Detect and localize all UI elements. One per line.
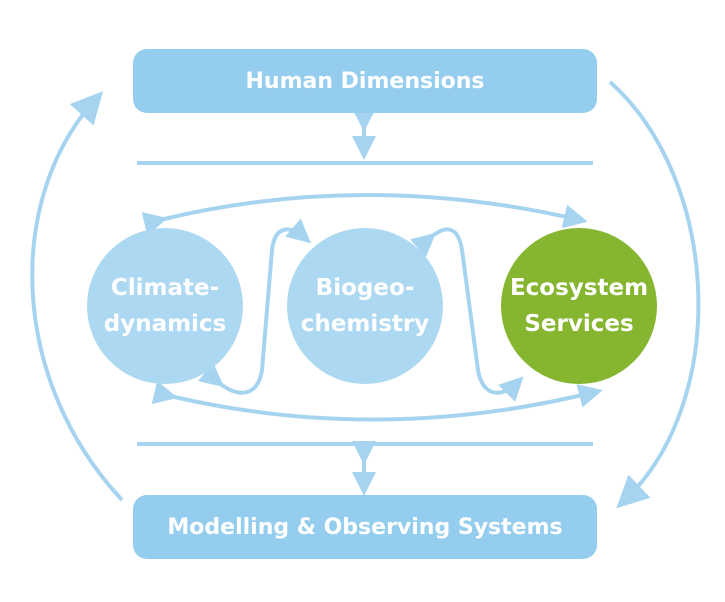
left-cycle-arrow [30,91,124,502]
modelling-observing-box: Modelling & Observing Systems [133,495,597,559]
ecosystem-services-circle: Ecosystem Services [501,228,657,384]
human-dimensions-label: Human Dimensions [245,68,485,94]
s-curve-arrow-left [198,218,312,395]
biogeochemistry-circle: Biogeo- chemistry [287,228,443,384]
biogeo-line2: chemistry [300,311,430,337]
human-dimensions-box: Human Dimensions [133,49,597,113]
climate-line2: dynamics [103,311,227,337]
s-curve-arrow-right [410,227,524,402]
biogeo-line1: Biogeo- [315,275,415,301]
modelling-observing-label: Modelling & Observing Systems [167,514,563,540]
ecosystem-line1: Ecosystem [509,275,649,301]
right-cycle-arrow [608,80,701,509]
top-arc-arrow [141,193,588,236]
climate-dynamics-circle: Climate- dynamics [87,228,243,384]
bottom-arc-arrow [151,380,603,422]
ecosystem-line2: Services [524,311,634,337]
climate-line1: Climate- [110,275,220,301]
